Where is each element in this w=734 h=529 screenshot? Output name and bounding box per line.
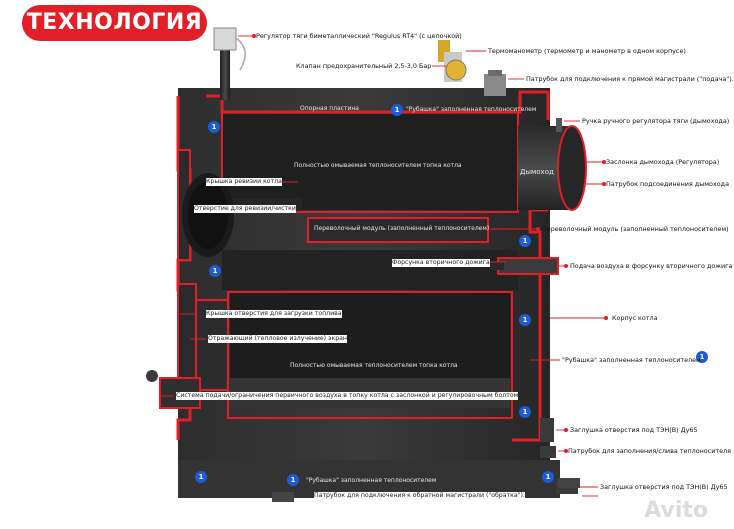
- label-chimney-pipe: Патрубок подсоединения дымохода: [606, 180, 729, 188]
- jacket-badge-right-2: 1: [519, 314, 531, 326]
- label-inspection-cover: Крышка ревизии котла: [206, 178, 282, 186]
- label-primary-air: Система подачи/ограничения первичного во…: [176, 392, 519, 400]
- label-thermomanometer: Термоманометр (термометр и манометр в од…: [488, 47, 686, 55]
- jacket-badge-bottom-2: 1: [287, 474, 299, 486]
- drain-bottom: [272, 492, 294, 502]
- label-transfer-module-inner: Переволочный модуль (заполненный теплоно…: [314, 225, 490, 232]
- return-pipe: [558, 478, 580, 488]
- label-safety-valve: Клапан предохранительный 2,5-3,0 Бар: [296, 62, 432, 70]
- label-heater-plug-1: Заглушка отверстия под ТЭН(В) Ду65: [570, 426, 698, 434]
- label-support-plate: Опорная пластина: [300, 105, 359, 112]
- boiler-base: [178, 460, 560, 498]
- leader-lines: [160, 33, 609, 497]
- label-inspection-hole: Отверстие для ревизии/чистки: [194, 205, 296, 213]
- label-reflective-screen: Отражающий (тепловое излучение) экран: [208, 335, 347, 343]
- label-supply-pipe: Патрубок для подключения к прямой магист…: [526, 75, 734, 83]
- transfer-module: [307, 217, 489, 243]
- label-air-nozzle: Подача воздуха в форсунку вторичного дож…: [570, 262, 733, 270]
- label-fuel-door: Крышка отверстия для загрузки топлива: [206, 310, 342, 318]
- regulator-body: [213, 27, 237, 51]
- jacket-badge-top: 1: [391, 104, 403, 116]
- label-damper: Заслонка дымохода (Регулятора): [606, 158, 720, 166]
- label-regulator: Регулятор тяги биметаллический "Regulus …: [256, 32, 462, 40]
- secondary-air-nozzle: [497, 257, 559, 275]
- label-jacket-bottom: "Рубашка" заполненная теплоносителем: [306, 477, 437, 484]
- label-transfer-module-outer: Переволочный модуль (заполненный теплоно…: [542, 225, 729, 233]
- fill-drain-pipe: [540, 446, 556, 458]
- label-jacket-right: "Рубашка" заполненная теплоносителем: [562, 356, 701, 364]
- label-nozzle: Форсунка вторичного дожига: [392, 259, 490, 267]
- label-firebox-lower: Полностью омываемая теплоносителем топка…: [290, 362, 458, 369]
- jacket-badge-left-2: 1: [209, 265, 221, 277]
- jacket-badge-right-1: 1: [519, 235, 531, 247]
- jacket-badge-bottom-1: 1: [195, 471, 207, 483]
- thermomanometer-dial: [445, 59, 467, 81]
- firebox-middle: [222, 250, 518, 290]
- jacket-badge-right-3: 1: [519, 406, 531, 418]
- label-jacket-top: "Рубашка" заполненная теплоносителем: [406, 106, 537, 113]
- regulator-pipe: [220, 50, 230, 100]
- heater-plug-1: [540, 418, 554, 442]
- damper-handle: [556, 118, 562, 132]
- header-title: ТЕХНОЛОГИЯ: [22, 5, 207, 41]
- jacket-badge-bottom-3: 1: [542, 471, 554, 483]
- avito-watermark: Avito: [644, 498, 708, 523]
- label-fill-drain: Патрубок для заполнения/слива теплоносит…: [568, 447, 731, 455]
- label-return-pipe: Патрубок для подключения к обратной маги…: [314, 492, 525, 500]
- label-heater-plug-2: Заглушка отверстия под ТЭН(В) Ду65: [600, 483, 728, 491]
- supply-pipe: [484, 74, 506, 96]
- legend-badge: 1: [696, 351, 708, 363]
- air-adjust-bolt: [146, 370, 158, 382]
- secondary-nozzle-inside: [490, 262, 504, 270]
- label-chimney: Дымоход: [520, 168, 554, 176]
- jacket-badge-left-1: 1: [208, 121, 220, 133]
- label-firebox-upper: Полностью омываемая теплоносителем топка…: [294, 162, 462, 169]
- firebox-upper: [222, 114, 518, 210]
- label-boiler-body: Корпус котла: [612, 314, 658, 322]
- label-damper-handle: Ручка ручного регулятора тяги (дымохода): [582, 117, 730, 125]
- chimney-outlet: [557, 125, 587, 211]
